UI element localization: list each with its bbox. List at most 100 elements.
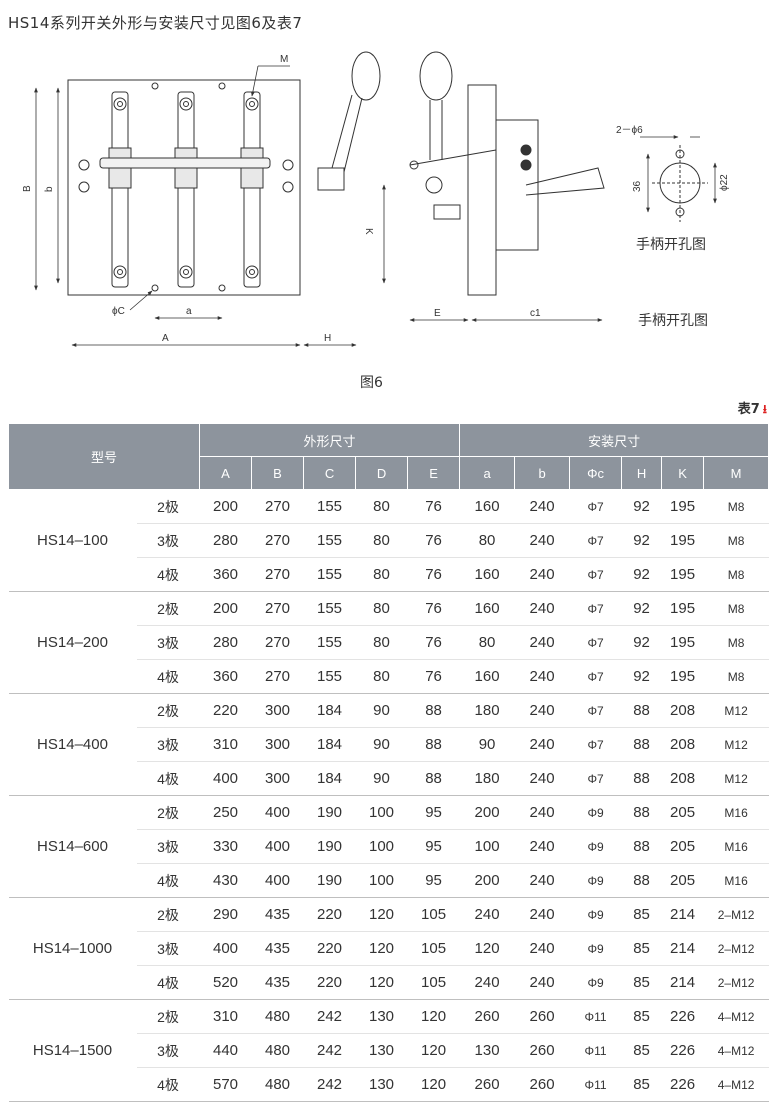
value-cell: Φ7	[569, 591, 622, 626]
value-cell: 242	[303, 1067, 356, 1102]
value-cell: 440	[199, 1033, 252, 1068]
value-cell: 300	[251, 727, 304, 762]
model-cell: HS14–1000	[8, 897, 137, 1000]
value-cell: 105	[407, 897, 460, 932]
value-cell: 4–M12	[703, 1033, 769, 1068]
value-cell: 400	[199, 761, 252, 796]
value-cell: 240	[514, 591, 570, 626]
pole-cell: 2极	[136, 999, 200, 1034]
column-header: Φc	[569, 456, 623, 490]
value-cell: 130	[459, 1033, 515, 1068]
value-cell: 240	[514, 693, 570, 728]
value-cell: 95	[407, 829, 460, 864]
value-cell: 214	[661, 931, 704, 966]
value-cell: 200	[459, 795, 515, 830]
value-cell: 90	[355, 761, 408, 796]
pole-cell: 4极	[136, 557, 200, 592]
download-icon[interactable]: ⭳	[762, 402, 767, 416]
value-cell: M8	[703, 523, 769, 558]
value-cell: 435	[251, 897, 304, 932]
value-cell: 435	[251, 965, 304, 1000]
value-cell: 570	[199, 1067, 252, 1102]
value-cell: Φ9	[569, 965, 622, 1000]
value-cell: Φ9	[569, 897, 622, 932]
value-cell: 214	[661, 897, 704, 932]
value-cell: 88	[621, 795, 662, 830]
value-cell: 400	[199, 931, 252, 966]
value-cell: 92	[621, 489, 662, 524]
column-header: K	[661, 456, 705, 490]
value-cell: 76	[407, 659, 460, 694]
value-cell: Φ9	[569, 931, 622, 966]
label-36: 36	[632, 180, 643, 192]
value-cell: 80	[355, 625, 408, 660]
label-phi22: ϕ22	[719, 174, 730, 191]
value-cell: Φ7	[569, 625, 622, 660]
value-cell: Φ9	[569, 863, 622, 898]
value-cell: 250	[199, 795, 252, 830]
pole-cell: 4极	[136, 659, 200, 694]
value-cell: 260	[514, 1067, 570, 1102]
value-cell: 240	[514, 863, 570, 898]
value-cell: M8	[703, 591, 769, 626]
value-cell: 310	[199, 999, 252, 1034]
value-cell: Φ11	[569, 1033, 622, 1068]
value-cell: 80	[355, 659, 408, 694]
value-cell: 80	[355, 557, 408, 592]
pole-cell: 2极	[136, 795, 200, 830]
value-cell: 184	[303, 727, 356, 762]
table-caption-text: 表7	[737, 402, 760, 417]
value-cell: 190	[303, 863, 356, 898]
value-cell: 270	[251, 489, 304, 524]
value-cell: 184	[303, 761, 356, 796]
value-cell: 400	[251, 863, 304, 898]
value-cell: 80	[459, 523, 515, 558]
header-model: 型号	[7, 423, 201, 490]
value-cell: 180	[459, 693, 515, 728]
pole-cell: 3极	[136, 1033, 200, 1068]
value-cell: 4–M12	[703, 1067, 769, 1102]
value-cell: 88	[621, 727, 662, 762]
value-cell: 220	[303, 931, 356, 966]
value-cell: 155	[303, 489, 356, 524]
column-header: H	[621, 456, 663, 490]
value-cell: 195	[661, 591, 704, 626]
pole-column-3	[240, 91, 264, 288]
value-cell: M16	[703, 863, 769, 898]
pole-cell: 3极	[136, 931, 200, 966]
value-cell: 480	[251, 999, 304, 1034]
value-cell: 120	[459, 931, 515, 966]
value-cell: 300	[251, 693, 304, 728]
value-cell: 100	[459, 829, 515, 864]
model-cell: HS14–400	[8, 693, 137, 796]
value-cell: M8	[703, 659, 769, 694]
value-cell: 95	[407, 795, 460, 830]
value-cell: 400	[251, 795, 304, 830]
value-cell: 240	[459, 965, 515, 1000]
value-cell: 270	[251, 523, 304, 558]
value-cell: 360	[199, 557, 252, 592]
model-cell: HS14–100	[8, 489, 137, 592]
pole-cell: 2极	[136, 489, 200, 524]
model-cell: HS14–600	[8, 795, 137, 898]
value-cell: 130	[355, 1067, 408, 1102]
value-cell: 120	[355, 897, 408, 932]
value-cell: 100	[355, 795, 408, 830]
value-cell: 260	[514, 1033, 570, 1068]
value-cell: 205	[661, 863, 704, 898]
value-cell: 92	[621, 523, 662, 558]
value-cell: 90	[355, 727, 408, 762]
value-cell: 88	[407, 693, 460, 728]
value-cell: M12	[703, 761, 769, 796]
value-cell: 260	[514, 999, 570, 1034]
value-cell: 90	[355, 693, 408, 728]
label-a: a	[186, 306, 192, 317]
value-cell: 200	[199, 489, 252, 524]
pole-column-2	[174, 91, 198, 288]
